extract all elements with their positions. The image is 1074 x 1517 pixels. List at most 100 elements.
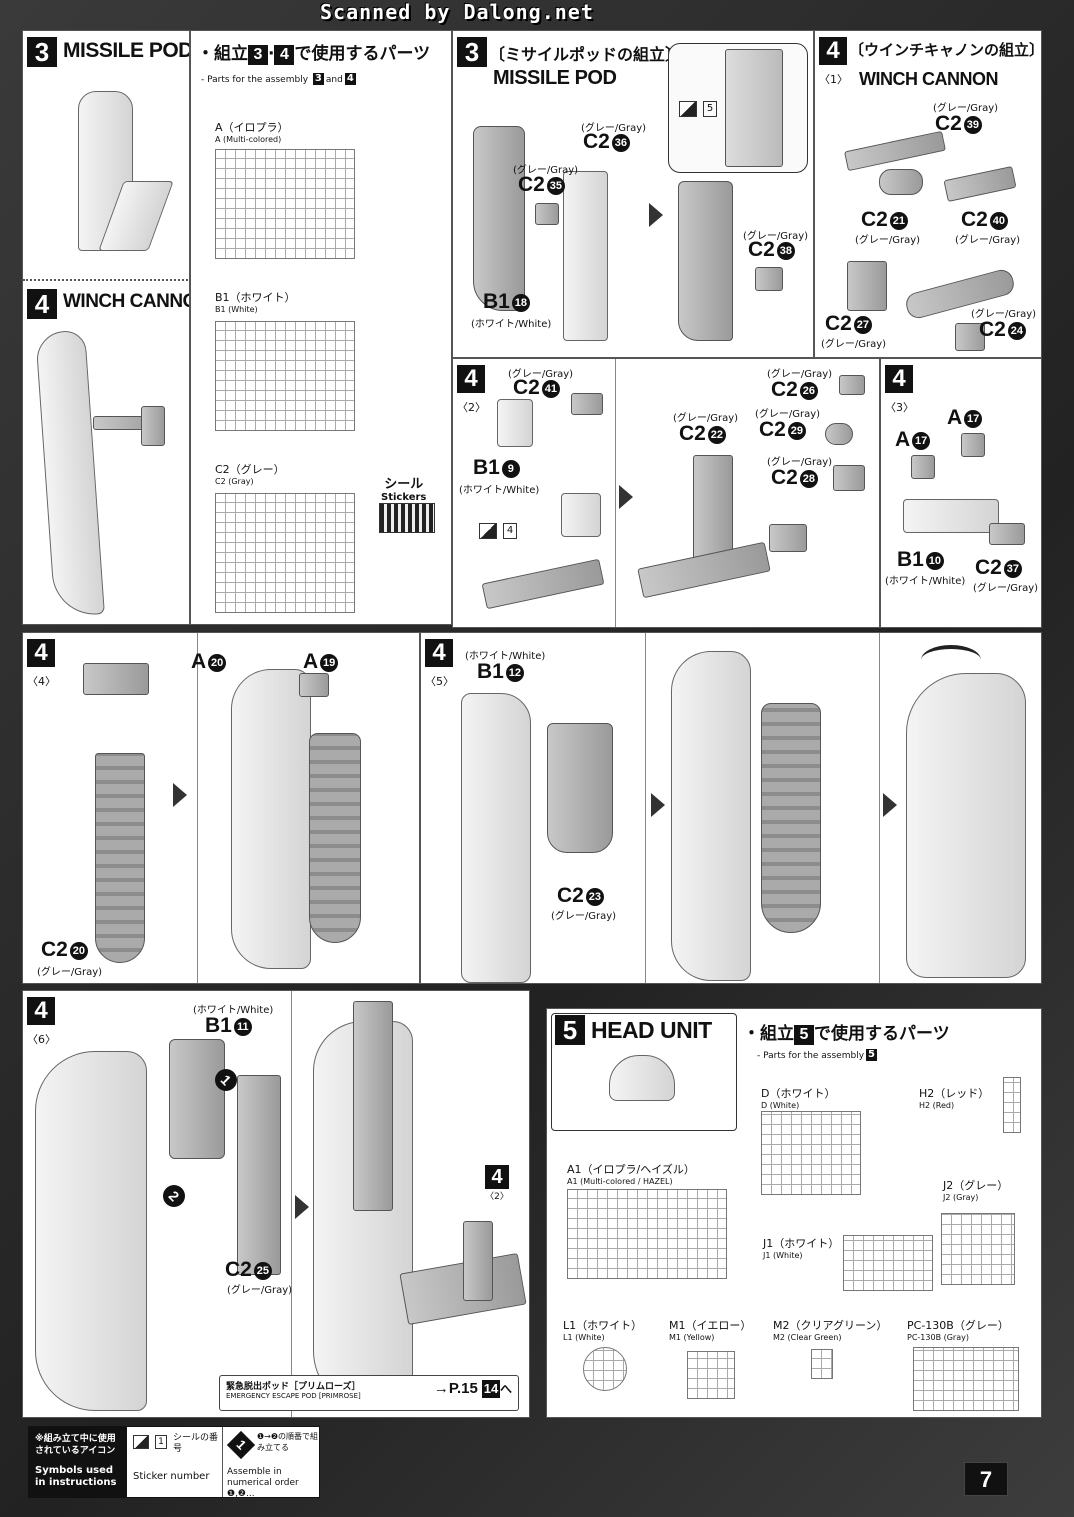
overview-panel: 3 MISSILE POD 4 WINCH CANNON xyxy=(22,30,190,625)
step-number: 3 xyxy=(457,37,487,67)
missile-pod-illustration xyxy=(78,91,133,251)
watermark: Scanned by Dalong.net xyxy=(320,0,594,24)
sprue-pc130b xyxy=(913,1347,1019,1411)
ref-step-badge: 4 〈2〉 xyxy=(485,1165,509,1202)
head-title-box xyxy=(551,1013,737,1131)
sprue-label-j1: J1（ホワイト）J1 (White) xyxy=(763,1237,840,1260)
legend-jp-title: ※組み立て中に使用されているアイコン xyxy=(35,1434,116,1456)
sprue-label-h2: H2（レッド）H2 (Red) xyxy=(919,1087,990,1110)
sprue-label-d: D（ホワイト）D (White) xyxy=(761,1087,836,1110)
sprue-label-m1: M1（イエロー）M1 (Yellow) xyxy=(669,1319,752,1342)
overview-missile-heading: 3 xyxy=(27,37,57,67)
winch-cannon-illustration xyxy=(35,329,105,618)
winch-half-assembled xyxy=(906,673,1026,978)
step-number: 5 xyxy=(555,1015,585,1045)
overview-missile-title: MISSILE POD xyxy=(63,39,190,62)
sprue-label-pc130b: PC-130B（グレー）PC-130B (Gray) xyxy=(907,1319,1009,1342)
step-number: 4 xyxy=(457,365,485,393)
step3-jp-title: 〔ミサイルポッドの組立〕 xyxy=(489,45,682,64)
step-number: 3 xyxy=(27,37,57,67)
head-title: HEAD UNIT xyxy=(591,1017,712,1043)
sprue-b1 xyxy=(215,321,355,431)
symbols-legend: ※組み立て中に使用されているアイコン Symbols used in instr… xyxy=(28,1426,320,1498)
step-number: 4 xyxy=(27,997,55,1025)
sprue-d xyxy=(761,1111,861,1195)
sprue-j2 xyxy=(941,1213,1015,1285)
sticker-icon xyxy=(679,101,697,117)
sticker-number: 4 xyxy=(503,523,517,539)
overview-winch-title: WINCH CANNON xyxy=(63,291,189,312)
order-marker-2: 2 xyxy=(158,1180,190,1212)
step-number: 4 xyxy=(819,37,847,65)
sprue-label-j2: J2（グレー）J2 (Gray) xyxy=(943,1179,1009,1202)
page-number: 7 xyxy=(964,1462,1008,1496)
legend-en-title: Symbols used in instructions xyxy=(35,1465,117,1488)
sprue-j1 xyxy=(843,1235,933,1291)
next-step-link[interactable]: 緊急脱出ポッド［プリムローズ］ EMERGENCY ESCAPE POD [PR… xyxy=(219,1375,519,1411)
sticker-number: 5 xyxy=(703,101,717,117)
sticker-icon xyxy=(479,523,497,539)
sprue-label-a1: A1（イロプラ/ヘイズル）A1 (Multi-colored / HAZEL) xyxy=(567,1163,695,1186)
sticker-icon xyxy=(133,1435,149,1449)
sprue-m2 xyxy=(811,1349,833,1379)
step-number: 4 xyxy=(885,365,913,393)
legend-order-icon: 1 xyxy=(226,1430,256,1460)
step4-1-jp-title: 〔ウインチキャノンの組立〕 xyxy=(849,41,1042,59)
sprue-h2 xyxy=(1003,1077,1021,1133)
sprue-label-a: A（イロプラ）A (Multi-colored) xyxy=(215,121,289,144)
keel-part xyxy=(95,753,145,963)
sprue-label-c2: C2（グレー）C2 (Gray) xyxy=(215,463,285,486)
sticker-sheet xyxy=(379,503,435,533)
sprue-a xyxy=(215,149,355,259)
sprue-c2 xyxy=(215,493,355,613)
step3-en-title: MISSILE POD xyxy=(493,67,617,89)
sprue-label-m2: M2（クリアグリーン）M2 (Clear Green) xyxy=(773,1319,888,1342)
sprue-a1 xyxy=(567,1189,727,1279)
sprue-label-b1: B1（ホワイト）B1 (White) xyxy=(215,291,296,314)
legend-sticker-num: 1 xyxy=(155,1435,167,1449)
missile-pod-frame xyxy=(473,126,525,311)
step-number: 4 xyxy=(27,639,55,667)
step-number: 4 xyxy=(425,639,453,667)
